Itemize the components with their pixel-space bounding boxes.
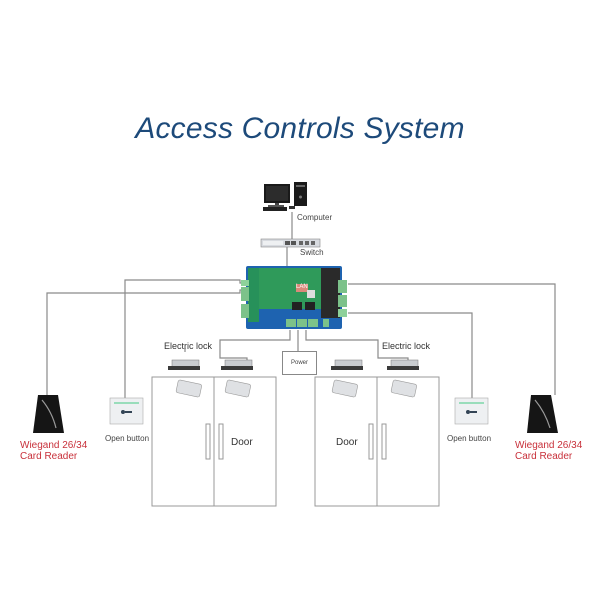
wire-right-card-reader <box>348 283 556 395</box>
door-left-label: Door <box>231 437 253 448</box>
wire-right-open-button <box>348 312 473 400</box>
power-supply-box: Power <box>282 351 317 375</box>
electric-lock-left-label: Electric lock <box>164 341 213 351</box>
electric-lock-right-icon <box>331 359 419 370</box>
computer-label: Computer <box>297 213 333 222</box>
card-reader-right-label: Wiegand 26/34 Card Reader <box>515 440 582 462</box>
open-button-right-icon <box>454 397 489 425</box>
card-reader-right-label-line2: Card Reader <box>515 451 573 462</box>
open-button-left-label: Open button <box>105 434 150 443</box>
card-reader-left-label-line2: Card Reader <box>20 451 78 462</box>
controller-board-icon <box>241 266 347 329</box>
lock-plate-icons <box>175 379 417 398</box>
card-reader-right-icon <box>527 395 558 433</box>
open-button-left-icon <box>109 397 144 425</box>
card-reader-left-label-line1: Wiegand 26/34 <box>20 440 88 451</box>
controller-lan-label: LAN <box>296 284 308 290</box>
computer-icon <box>263 182 307 211</box>
electric-lock-left-icon <box>168 359 253 370</box>
door-right <box>314 376 440 507</box>
open-button-right-label: Open button <box>447 434 492 443</box>
wire-left-lock-1 <box>219 330 291 352</box>
door-right-label: Door <box>336 437 358 448</box>
diagram-title: Access Controls System <box>135 112 465 145</box>
switch-label: Switch <box>300 248 324 257</box>
wire-right-lock-1 <box>305 330 379 352</box>
card-reader-left-icon <box>33 395 64 433</box>
door-left <box>151 376 277 507</box>
card-reader-right-label-line1: Wiegand 26/34 <box>515 440 583 451</box>
card-reader-left-label: Wiegand 26/34 Card Reader <box>20 440 87 462</box>
switch-icon <box>260 238 321 248</box>
electric-lock-right-label: Electric lock <box>382 341 431 351</box>
